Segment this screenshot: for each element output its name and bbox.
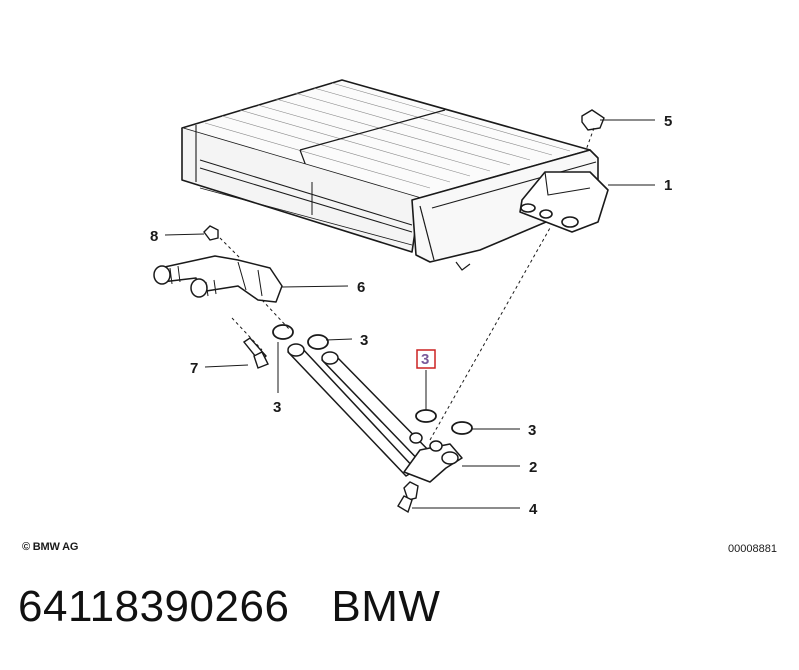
screw-part-4 (397, 481, 419, 514)
heater-core (181, 79, 609, 271)
leader-lines (164, 119, 655, 509)
brand-name: BMW (331, 582, 441, 631)
callout-3-highlighted[interactable]: 3 (421, 351, 429, 368)
diagram-id: 00008881 (728, 543, 777, 555)
callout-7[interactable]: 7 (190, 360, 198, 377)
callout-3-right[interactable]: 3 (528, 422, 536, 439)
callout-2[interactable]: 2 (529, 459, 537, 476)
nut-part-5 (581, 109, 605, 131)
part-number: 64118390266 (18, 582, 290, 631)
callout-4[interactable]: 4 (529, 501, 538, 518)
bolt-part-7 (242, 337, 269, 369)
copyright-label: © BMW AG (22, 541, 79, 553)
callout-6[interactable]: 6 (357, 279, 365, 296)
callout-3-highlight-box (416, 349, 436, 369)
pipe-assembly-part-6 (153, 255, 283, 303)
callout-1[interactable]: 1 (664, 177, 672, 194)
footer-caption: 64118390266 BMW (18, 582, 440, 632)
callout-8[interactable]: 8 (150, 228, 158, 245)
callout-3-top[interactable]: 3 (360, 332, 368, 349)
exploded-parts-diagram: 1 2 3 3 3 3 4 5 6 7 8 (150, 79, 672, 518)
pipe-part-2 (287, 343, 463, 483)
callout-3-left[interactable]: 3 (273, 399, 281, 416)
callout-5[interactable]: 5 (664, 113, 672, 130)
nut-part-8 (203, 225, 219, 241)
